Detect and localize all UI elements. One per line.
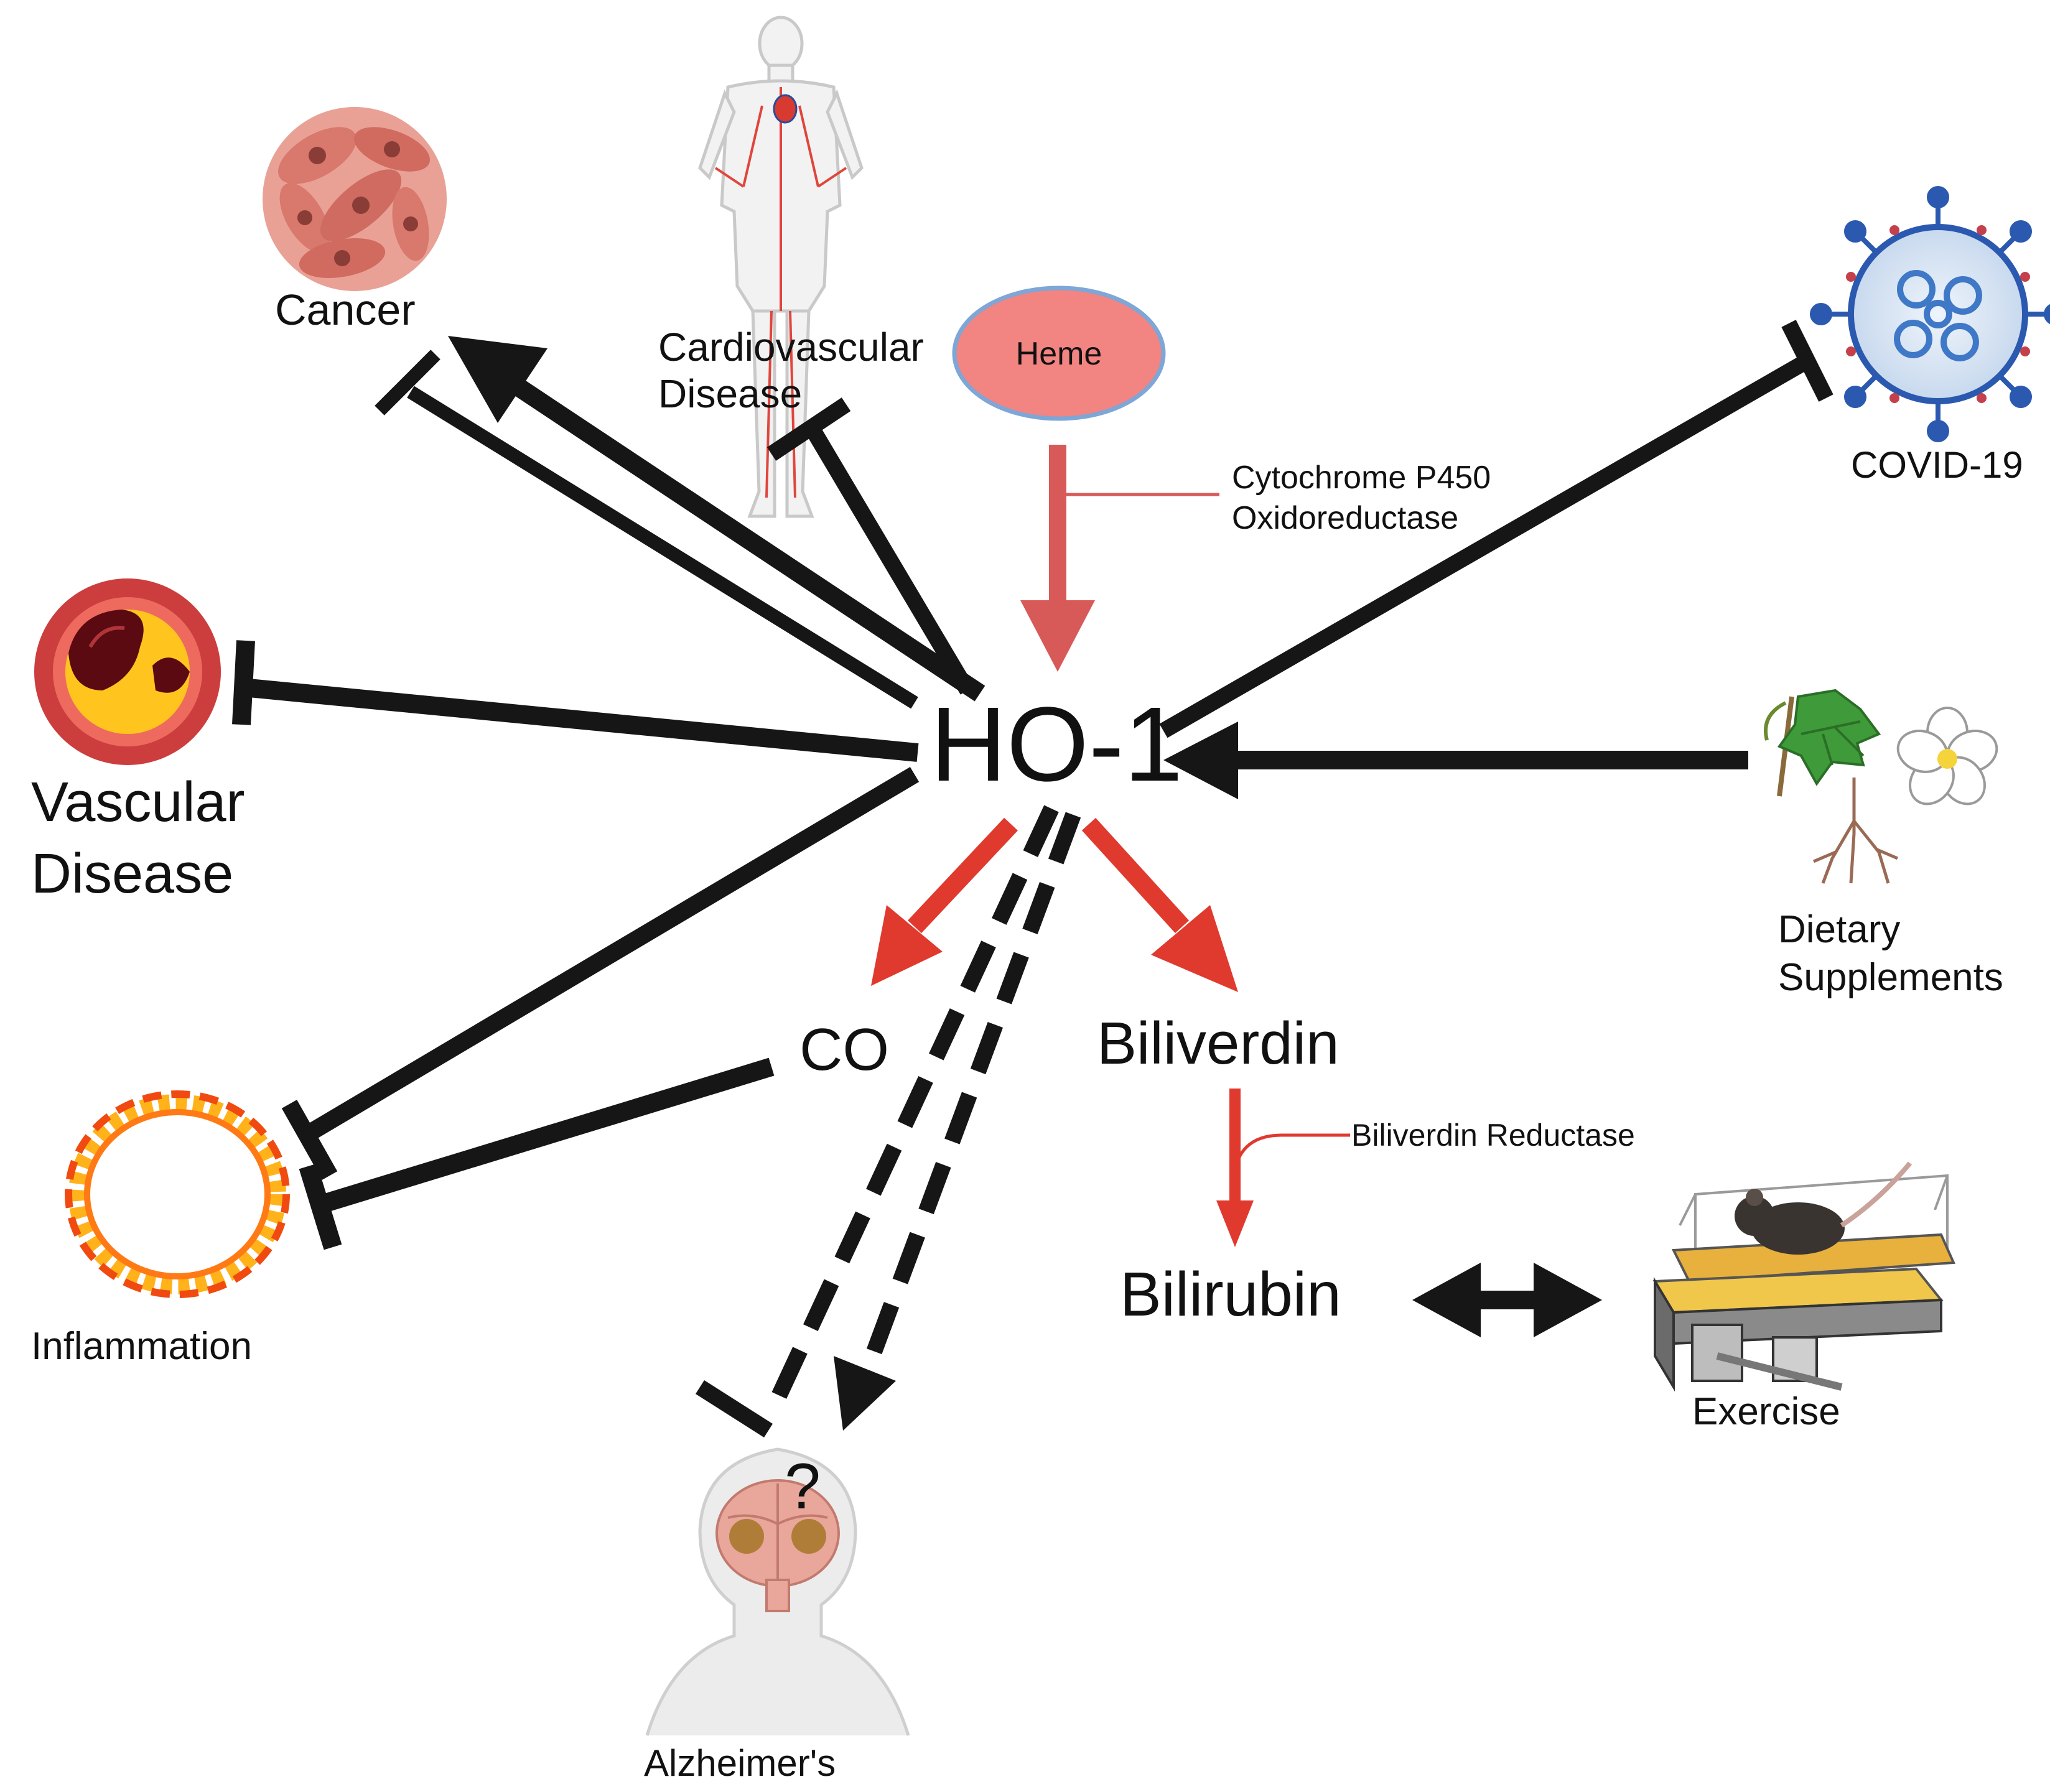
exercise-label: Exercise [1692, 1390, 1840, 1433]
biliverdin-to-bilirubin-arrowhead [1216, 1200, 1254, 1247]
bilirubin-exercise-left-head [1412, 1263, 1481, 1337]
ho1-to-cancer-arrow-line [511, 378, 985, 702]
ho1-inhibits-inflammation-line [306, 766, 920, 1140]
cardiovascular-label-line2: Disease [658, 371, 802, 416]
dietary-label-line1: Dietary [1778, 908, 1900, 951]
covid-label: COVID-19 [1851, 444, 2023, 486]
co-label: CO [799, 1016, 889, 1083]
human-body-icon [698, 16, 864, 518]
dietary-to-ho1-arrowhead [1163, 722, 1238, 799]
cancer-label: Cancer [275, 286, 416, 334]
inflammation-label: Inflammation [31, 1325, 252, 1368]
ho1-to-alzheimers-dashed-line [860, 812, 1081, 1372]
biliverdin-label: Biliverdin [1097, 1010, 1339, 1077]
blood-vessel-icon [34, 578, 221, 765]
plant-flower-icon [1764, 689, 1998, 884]
ho1-to-co-arrowhead [871, 905, 943, 986]
heme-to-ho1-arrowhead [1020, 600, 1095, 672]
co-inhibits-inflammation-line [320, 1057, 775, 1213]
ho1-to-cancer-arrowhead [448, 336, 547, 423]
relations [232, 320, 1833, 1437]
cancer-cells-icon [263, 107, 447, 291]
ho1-label: HO-1 [930, 685, 1183, 804]
ho1-inhibits-cardio-line [801, 419, 975, 695]
cyp-label-line1: Cytochrome P450 [1232, 460, 1491, 496]
dietary-label-line2: Supplements [1778, 956, 2003, 999]
bilirubin-exercise-right-head [1534, 1263, 1602, 1337]
bvr-label: Biliverdin Reductase [1351, 1118, 1635, 1153]
brain-head-icon [645, 1447, 910, 1736]
ho1-inhibits-cancer-line [407, 386, 918, 709]
ho1-inhibits-vascular-bar [232, 640, 255, 725]
heme-label: Heme [1016, 336, 1102, 372]
heme-node [952, 286, 1166, 421]
bvr-connector [1237, 1133, 1350, 1158]
cardiovascular-label-line1: Cardiovascular [658, 325, 924, 369]
ho1-inhibits-alzheimers-bar [696, 1380, 773, 1437]
vascular-label-line1: Vascular [31, 771, 245, 833]
co-inhibits-inflammation-bar [299, 1163, 342, 1250]
covid-virus-icon [1810, 186, 2050, 442]
vascular-label-line2: Disease [31, 843, 233, 905]
ho1-inhibits-vascular-line [241, 678, 919, 762]
ho1-inhibits-cardio-bar [766, 397, 851, 461]
ho1-to-co-line [908, 817, 1018, 934]
treadmill-mouse-icon [1652, 1161, 1955, 1392]
ho1-inhibits-alzheimers-dashed-line [764, 805, 1059, 1416]
bilirubin-label: Bilirubin [1120, 1260, 1341, 1329]
ho1-inhibits-cancer-bar [375, 350, 440, 416]
ho1-to-alzheimers-arrowhead [834, 1356, 896, 1431]
question-mark: ? [785, 1451, 821, 1523]
ho1-inhibits-covid-line [1159, 353, 1812, 738]
alzheimers-label: Alzheimer's [644, 1742, 836, 1784]
ho1-to-biliverdin-line [1081, 817, 1190, 934]
ho1-inhibits-inflammation-bar [281, 1100, 338, 1180]
ho1-inhibits-covid-bar [1781, 320, 1833, 402]
cyp-label-line2: Oxidoreductase [1232, 500, 1458, 536]
fire-ring-icon [65, 1090, 290, 1298]
ho1-to-biliverdin-arrowhead [1151, 905, 1238, 992]
